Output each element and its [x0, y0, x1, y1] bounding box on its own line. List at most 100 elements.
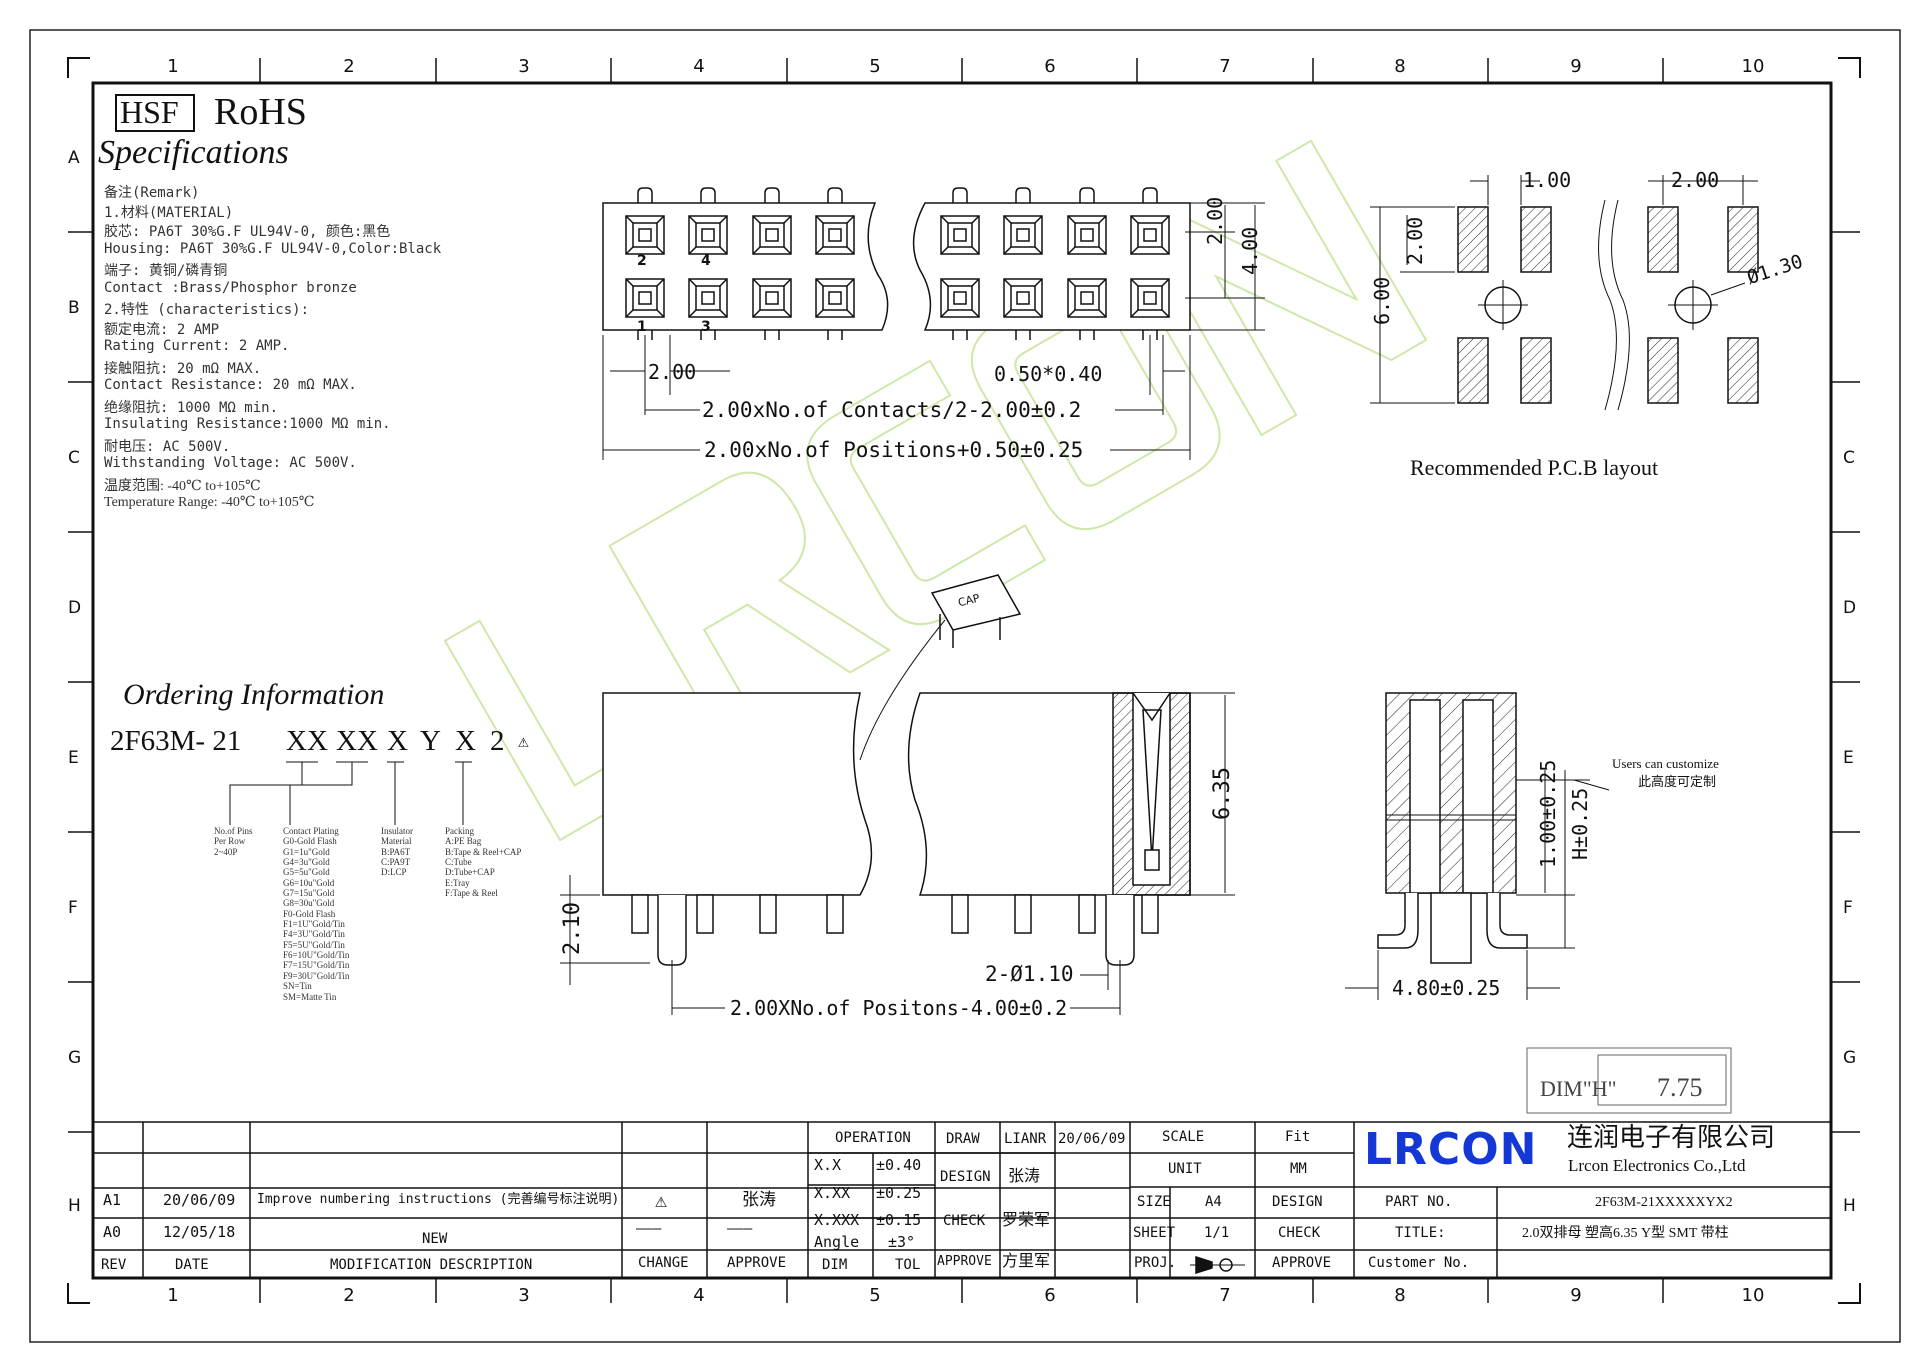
spec-line: 耐电压: AC 500V.	[104, 438, 231, 455]
zone-col-10-bottom: 10	[1741, 1285, 1765, 1306]
approve-header: APPROVE	[727, 1255, 787, 1271]
contact-cell	[688, 215, 728, 255]
rev-a1-change-icon: ⚠	[655, 1188, 668, 1212]
spec-line: 温度范围: -40℃ to+105℃	[104, 478, 261, 494]
legend-packing: Packing A:PE Bag B:Tape & Reel+CAP C:Tub…	[445, 826, 522, 899]
contact-tab-bottom	[952, 330, 968, 340]
contact-cell	[815, 278, 855, 318]
dim-post-dia: 2-Ø1.10	[985, 962, 1074, 986]
smt-tail	[631, 894, 649, 934]
contact-cell	[940, 215, 980, 255]
zone-row-a: A	[68, 148, 80, 168]
approve-label: APPROVE	[937, 1254, 992, 1269]
spec-line: Contact Resistance: 20 mΩ MAX.	[104, 377, 357, 393]
zone-row-b: B	[68, 298, 80, 318]
zone-row-f: F	[68, 898, 78, 918]
rev-a0-change: ———	[636, 1221, 662, 1237]
spec-line: 接触阻抗: 20 mΩ MAX.	[104, 360, 262, 377]
revision-warning-icon: ⚠	[518, 731, 529, 752]
contact-tab-top	[637, 187, 653, 203]
contact-cell	[1130, 278, 1170, 318]
sheet-label: SHEET	[1133, 1225, 1176, 1241]
ordering-code-packing: X	[455, 725, 476, 757]
ordering-code-suffix: 2	[490, 725, 505, 757]
dim-contacts: 2.00xNo.of Contacts/2-2.00±0.2	[702, 398, 1082, 422]
locating-post	[1105, 895, 1135, 966]
contact-tab-top	[764, 187, 780, 203]
pcb-dim-2: 2.00	[1671, 168, 1720, 192]
rev-a0-date: 12/05/18	[163, 1223, 236, 1241]
zone-col-5-bottom: 5	[869, 1285, 881, 1306]
rev-a1-desc: Improve numbering instructions (完善编号标注说明…	[257, 1192, 620, 1207]
title-block-grid	[93, 1121, 1831, 1278]
legend-plating: Contact Plating G0-Gold Flash G1=1u"Gold…	[283, 826, 350, 1002]
check-name: 罗荣军	[1002, 1210, 1051, 1229]
size-value: A4	[1205, 1194, 1222, 1210]
zone-col-8-bottom: 8	[1394, 1285, 1406, 1306]
tol-dim-header: DIM	[822, 1257, 848, 1273]
zone-col-6: 6	[1044, 56, 1056, 77]
size-label: SIZE	[1137, 1194, 1171, 1210]
rev-header: REV	[101, 1257, 127, 1273]
zone-col-6-bottom: 6	[1044, 1285, 1056, 1306]
dim-row-pitch: 2.00	[1203, 196, 1227, 245]
zone-col-3-bottom: 3	[518, 1285, 530, 1306]
zone-col-5: 5	[869, 56, 881, 77]
proj-label: PROJ.	[1134, 1255, 1177, 1271]
tol-dim-3: X.XXX	[814, 1211, 860, 1229]
draw-name: LIANR	[1004, 1131, 1047, 1147]
front-view	[602, 692, 1191, 896]
rev-a0-desc: NEW	[422, 1231, 448, 1247]
ordering-code-pins: XX	[286, 725, 328, 757]
pin-label-3: 3	[701, 319, 711, 335]
rev-a0-approve: ———	[727, 1221, 753, 1237]
contact-cell	[940, 278, 980, 318]
design-label: DESIGN	[940, 1169, 991, 1185]
ordering-code-type: Y	[420, 725, 441, 757]
check-label: CHECK	[943, 1213, 986, 1229]
tol-dim-2: X.XX	[814, 1184, 851, 1202]
design-label-2: DESIGN	[1272, 1194, 1323, 1210]
spec-line: 胶芯: PA6T 30%G.F UL94V-0, 颜色:黑色	[104, 224, 391, 240]
unit-value: MM	[1290, 1161, 1307, 1177]
tol-val-2: ±0.25	[876, 1184, 922, 1202]
tol-val-3: ±0.15	[876, 1211, 922, 1229]
zone-col-8: 8	[1394, 56, 1406, 77]
contact-tab-top	[1142, 187, 1158, 203]
hsf-mark: HSF	[120, 94, 179, 130]
tol-tol-header: TOL	[895, 1257, 921, 1273]
dim-side-body: 1.00±0.25	[1536, 759, 1560, 868]
zone-row-d-right: D	[1843, 598, 1857, 618]
zone-col-4: 4	[693, 56, 705, 77]
contact-cell	[1003, 278, 1043, 318]
zone-col-2-bottom: 2	[343, 1285, 355, 1306]
zone-row-h-right: H	[1843, 1196, 1856, 1216]
ordering-prefix: 2F63M- 21	[110, 725, 242, 757]
approve-name: 方里军	[1002, 1251, 1051, 1270]
zone-row-d: D	[68, 598, 82, 618]
projection-symbol	[1190, 1255, 1245, 1275]
customize-note-cn: 此高度可定制	[1638, 775, 1717, 790]
locating-post	[657, 895, 687, 966]
contact-tab-bottom	[1142, 330, 1158, 340]
draw-label: DRAW	[946, 1131, 980, 1147]
front-view-tails	[631, 894, 1159, 966]
spec-line: 1.材料(MATERIAL)	[104, 204, 234, 221]
zone-col-9-bottom: 9	[1570, 1285, 1582, 1306]
cap-drawing	[859, 574, 1022, 761]
contact-cell	[1003, 215, 1043, 255]
pcb-dim-row: 2.00	[1403, 216, 1427, 265]
zone-row-c: C	[68, 448, 80, 468]
pcb-dim-1: 1.00	[1523, 168, 1572, 192]
customize-note-en: Users can customize	[1612, 756, 1719, 771]
rev-a0: A0	[103, 1223, 122, 1241]
unit-label: UNIT	[1168, 1161, 1202, 1177]
tol-val-4: ±3°	[888, 1233, 916, 1251]
contact-tab-bottom	[700, 330, 716, 340]
spec-line: Rating Current: 2 AMP.	[104, 338, 290, 354]
design-name: 张涛	[1008, 1166, 1041, 1185]
dim-positions: 2.00xNo.of Positions+0.50±0.25	[704, 438, 1084, 462]
zone-col-1: 1	[167, 56, 179, 77]
zone-col-10: 10	[1741, 56, 1765, 77]
operation-label: OPERATION	[835, 1130, 911, 1146]
